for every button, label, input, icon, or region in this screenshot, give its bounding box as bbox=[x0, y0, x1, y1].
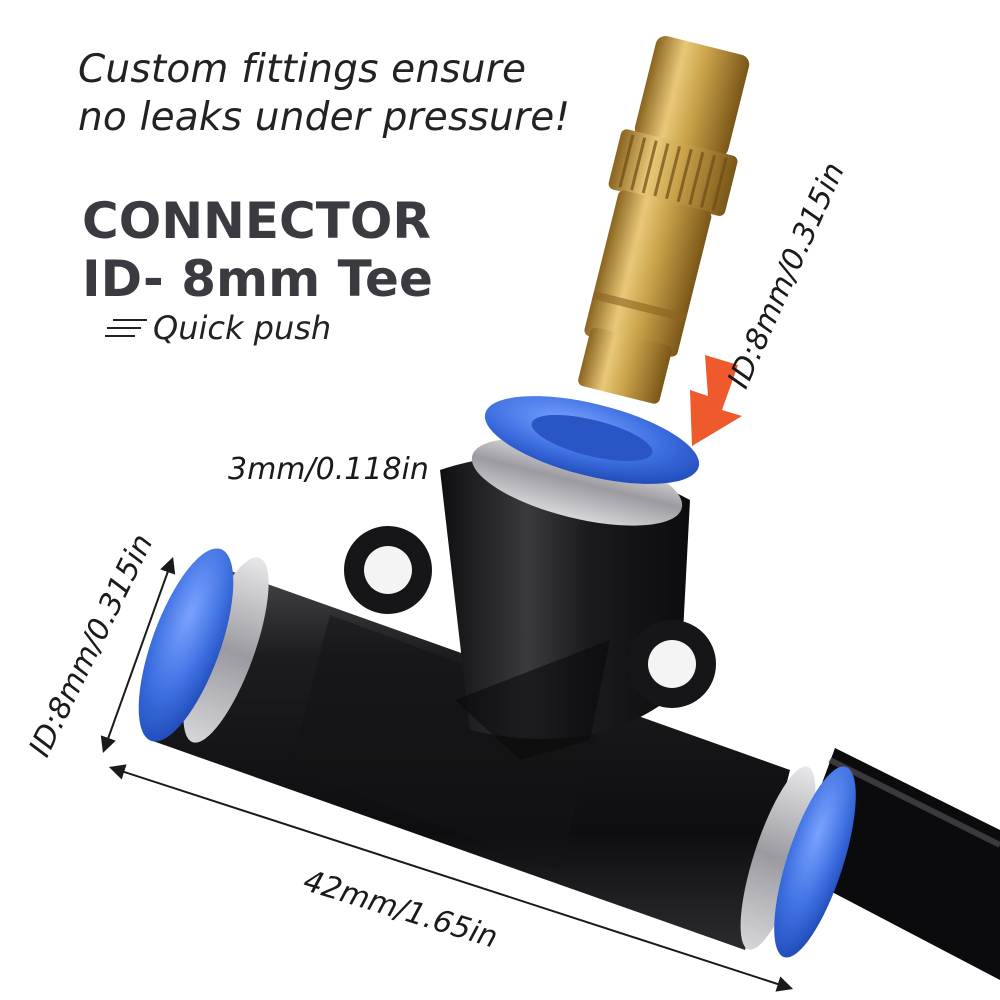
feature-badge: Quick push bbox=[105, 306, 331, 350]
feature-label: Quick push bbox=[153, 309, 332, 347]
blue-collar-right bbox=[774, 766, 856, 958]
product-title: CONNECTOR ID- 8mm Tee bbox=[82, 192, 433, 308]
tagline-line-1: Custom fittings ensure bbox=[78, 47, 527, 92]
product-title-line-1: CONNECTOR bbox=[82, 192, 431, 250]
tee-body bbox=[150, 455, 790, 950]
product-title-line-2: ID- 8mm Tee bbox=[82, 250, 433, 308]
tagline-line-2: no leaks under pressure! bbox=[78, 95, 571, 140]
mount-hole-right bbox=[628, 620, 716, 708]
blue-collar-top bbox=[484, 396, 700, 484]
metal-ring-top bbox=[471, 438, 683, 526]
dimension-lines bbox=[100, 556, 794, 992]
tagline: Custom fittings ensure no leaks under pr… bbox=[78, 46, 570, 142]
mount-hole-left bbox=[344, 526, 432, 614]
metal-ring-left bbox=[183, 557, 269, 743]
insert-arrow-icon bbox=[690, 355, 742, 446]
speed-lines-icon bbox=[105, 319, 147, 337]
brass-nozzle bbox=[578, 36, 750, 404]
wall-thickness-label: 3mm/0.118in bbox=[228, 452, 429, 487]
